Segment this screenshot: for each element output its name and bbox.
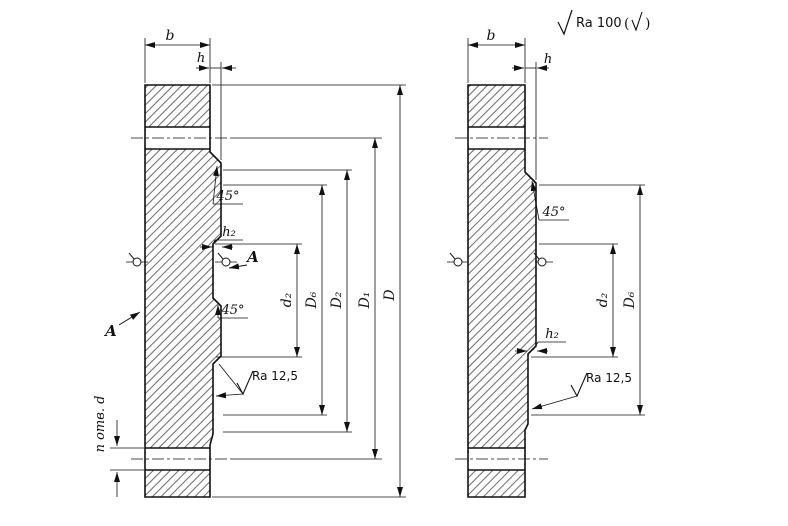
roughness-icon-small (631, 11, 643, 32)
label-ra-seal: Ra 12,5 (252, 369, 298, 383)
axis-mark-icon (537, 257, 547, 267)
label-45-top: 45° (215, 189, 239, 204)
dimension-h2: h₂ (515, 327, 566, 354)
label-b: b (487, 28, 496, 44)
dimension-b: b (144, 28, 211, 83)
dimension-d2: d₂ (215, 243, 302, 358)
dimension-h: h (512, 52, 552, 180)
dimension-h2: h₂ (200, 225, 243, 250)
axis-mark-icon (132, 257, 142, 267)
dimension-D2: D₂ (223, 169, 352, 433)
label-ra-seal: Ra 12,5 (586, 371, 632, 385)
bolt-hole-top (131, 126, 230, 150)
axis-mark-icon (453, 257, 463, 267)
general-roughness-note: Ra 100 ( ) (557, 9, 650, 36)
paren-close: ) (645, 16, 650, 32)
label-45: 45° (541, 205, 565, 220)
label-h2: h₂ (545, 327, 559, 342)
roughness-icon (570, 372, 588, 398)
axis-mark-right (533, 252, 553, 267)
flange-body (144, 84, 222, 498)
dimension-D: D (212, 84, 406, 498)
label-h: h (544, 52, 552, 67)
dimension-D6: D₆ (531, 184, 645, 416)
angle-callout-middle: 45° (215, 303, 248, 319)
label-section-a-top: A (245, 248, 259, 266)
roughness-callout: Ra 12,5 (215, 363, 298, 399)
label-ra-general: Ra 100 (576, 16, 622, 31)
label-d2: d₂ (279, 292, 295, 307)
roughness-icon (236, 370, 254, 396)
label-D: D (382, 289, 398, 301)
dimension-b: b (467, 28, 526, 83)
roughness-icon (557, 9, 573, 36)
label-h: h (197, 51, 205, 66)
section-label-a-left: A (103, 311, 141, 340)
dimension-h: h (196, 51, 236, 160)
holes-callout: n отв. d (93, 396, 144, 497)
label-D1: D₁ (357, 292, 373, 310)
section-label-a-top: A (228, 248, 259, 270)
axis-mark-icon (221, 257, 231, 267)
axis-mark-left (126, 252, 148, 267)
paren-open: ( (624, 16, 629, 32)
axis-mark-left (447, 252, 467, 267)
label-b: b (166, 28, 175, 44)
angle-callout: 45° (530, 180, 569, 221)
flange-body (467, 84, 537, 498)
label-h2: h₂ (222, 225, 236, 240)
label-D6: D₆ (622, 291, 638, 309)
bolt-hole-bottom (131, 447, 230, 471)
axis-mark-right (215, 252, 237, 267)
bolt-hole-bottom (455, 447, 548, 471)
right-flange-section-view: b h 45° h₂ d₂ (447, 28, 645, 498)
label-D6: D₆ (304, 291, 320, 309)
dimension-D6: D₆ (223, 184, 327, 416)
angle-callout-top: 45° (212, 165, 243, 205)
label-D2: D₂ (329, 291, 345, 309)
left-flange-section-view: b h 45° h₂ 45° (93, 28, 406, 498)
roughness-callout: Ra 12,5 (531, 371, 632, 410)
label-45-middle: 45° (220, 303, 244, 318)
label-d2: d₂ (595, 292, 611, 307)
label-section-a-left: A (103, 322, 117, 340)
dimension-D1: D₁ (230, 137, 382, 460)
bolt-hole-top (455, 126, 548, 150)
dimension-d2: d₂ (531, 243, 618, 358)
label-holes-note: n отв. d (93, 396, 108, 453)
